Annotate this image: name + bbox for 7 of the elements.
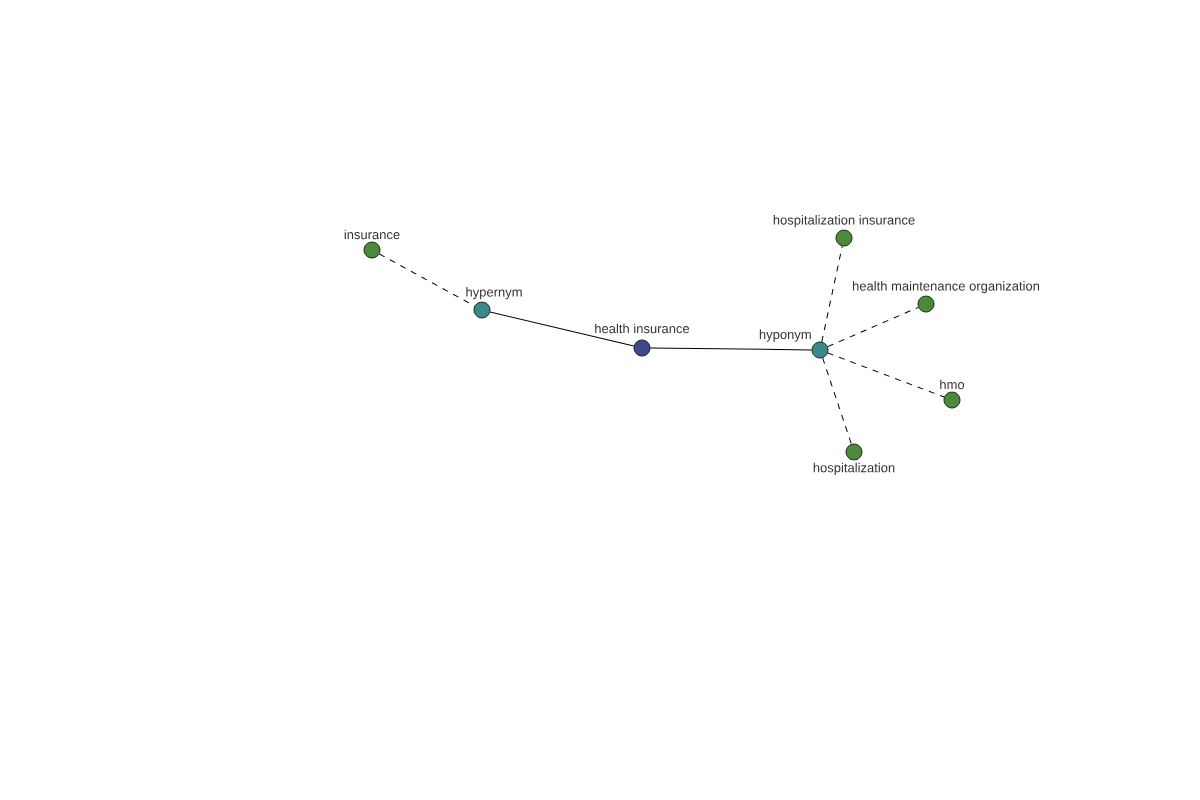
dashed-line xyxy=(822,357,852,445)
dashed-line xyxy=(827,306,919,348)
line xyxy=(489,311,635,347)
dashed-line xyxy=(821,245,843,343)
line xyxy=(649,347,813,351)
dashed-line xyxy=(827,352,945,398)
dashed-line xyxy=(378,253,476,307)
